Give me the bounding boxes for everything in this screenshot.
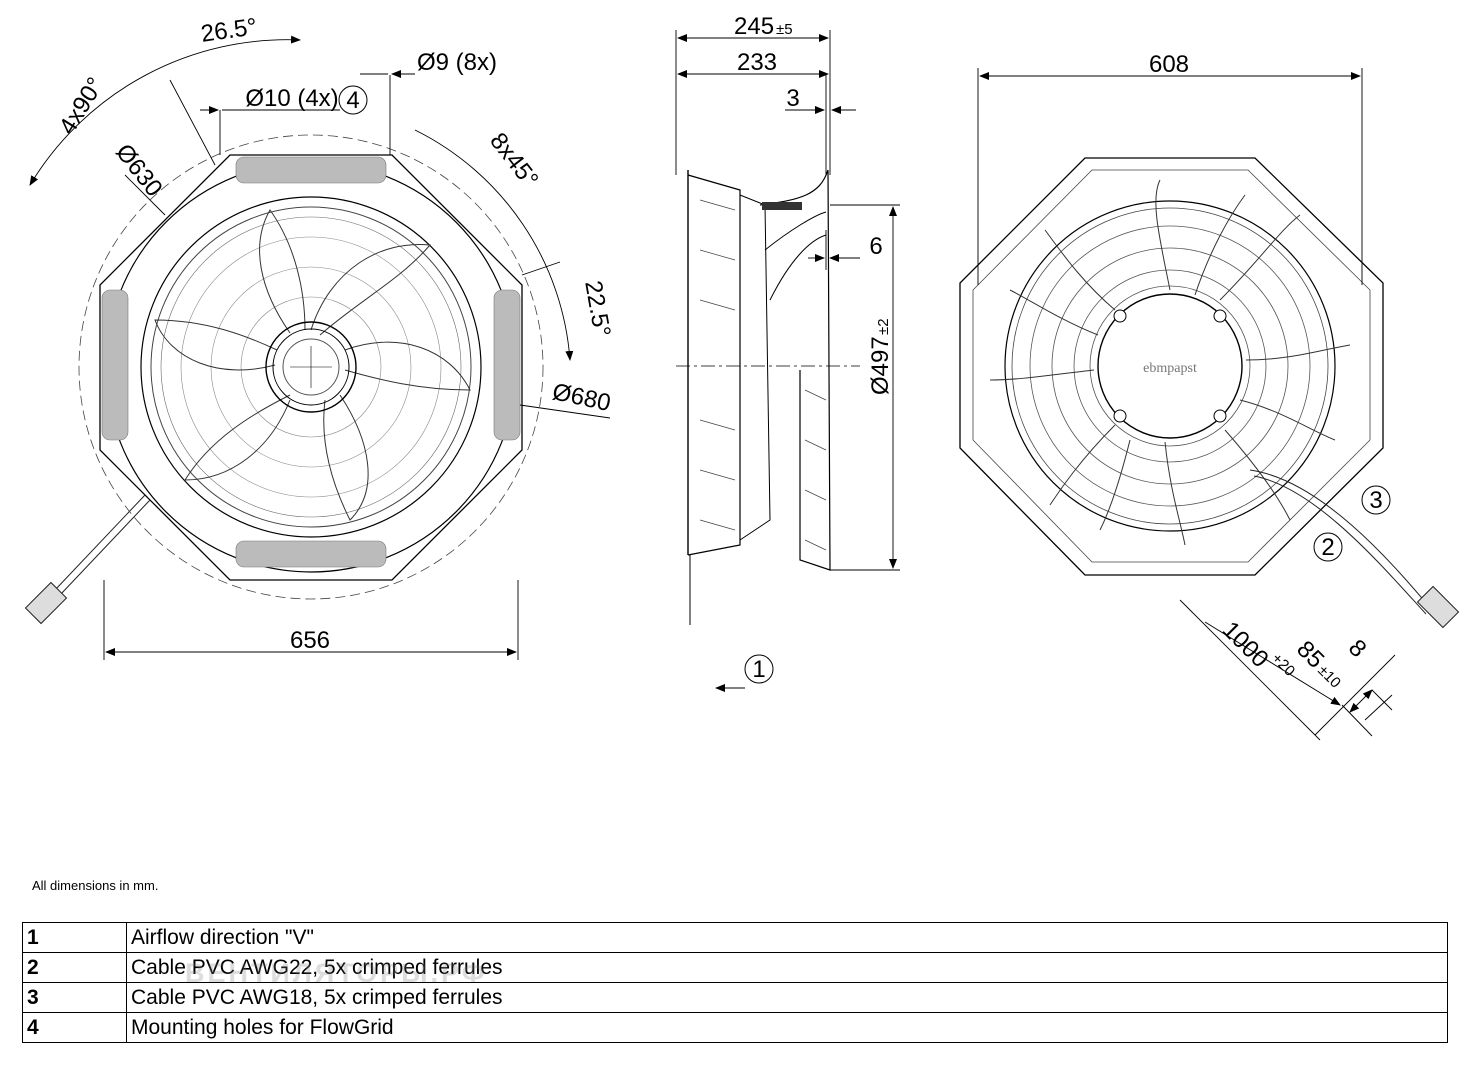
rear-cable bbox=[1249, 469, 1460, 629]
front-angle-22-dim: 22.5° bbox=[579, 279, 615, 339]
legend-number: 1 bbox=[22, 922, 127, 953]
front-angle-8x45-dim: 8x45° bbox=[484, 128, 543, 193]
legend-number: 4 bbox=[22, 1012, 127, 1043]
rear-brand-logo: ebmpapst bbox=[1143, 361, 1197, 376]
callout-2: 2 bbox=[1313, 532, 1343, 562]
side-depth-dim: 233 bbox=[737, 49, 777, 76]
front-housing-outline bbox=[99, 154, 523, 581]
front-cable bbox=[24, 494, 151, 625]
legend-text: Cable PVC AWG22, 5x crimped ferrules bbox=[126, 952, 1448, 983]
side-d497-dim: Ø497 bbox=[867, 336, 894, 395]
front-mount-pads bbox=[101, 156, 521, 568]
rear-guard-outer bbox=[1004, 200, 1336, 532]
callout-4-number: 4 bbox=[346, 87, 359, 114]
callout-3: 3 bbox=[1361, 485, 1391, 515]
side-depth-total-dim: 245 bbox=[734, 13, 774, 40]
callout-2-number: 2 bbox=[1321, 534, 1334, 561]
front-angle-top-dim: 26.5° bbox=[199, 13, 259, 48]
front-d10-dim: Ø10 (4x) bbox=[245, 85, 338, 112]
rear-guard-spokes bbox=[989, 179, 1351, 546]
legend-text: Airflow direction "V" bbox=[126, 922, 1448, 953]
front-d680-dim: Ø680 bbox=[550, 378, 613, 417]
legend-number: 3 bbox=[22, 982, 127, 1013]
side-dimension-labels: 245 ±5 233 3 6 Ø497 ±2 bbox=[734, 13, 894, 395]
rear-motor-cover bbox=[1097, 293, 1243, 439]
front-angle-4x90-dim: 4x90° bbox=[54, 73, 110, 140]
technical-drawing: 656 26.5° 4x90° 8x45° 22.5° Ø630 Ø680 Ø1… bbox=[24, 13, 1460, 741]
side-offset-6-dim: 6 bbox=[869, 233, 882, 260]
side-depth-total-tolerance: ±5 bbox=[776, 21, 793, 38]
legend-text: Mounting holes for FlowGrid bbox=[126, 1012, 1448, 1043]
front-width-dim: 656 bbox=[290, 627, 330, 654]
units-note: All dimensions in mm. bbox=[32, 878, 159, 893]
rear-view: ebmpapst 608 1000 +20 85 ±10 8 bbox=[959, 51, 1460, 741]
callout-1-number: 1 bbox=[752, 656, 765, 683]
rear-width-dim: 608 bbox=[1149, 51, 1189, 78]
front-impeller-blades bbox=[154, 209, 471, 521]
front-d9-dim: Ø9 (8x) bbox=[417, 49, 497, 76]
front-d630-dim: Ø630 bbox=[110, 139, 167, 202]
front-hub bbox=[265, 321, 357, 413]
rear-strip-length-tolerance: ±10 bbox=[1314, 662, 1344, 692]
side-offset-3-dim: 3 bbox=[786, 85, 799, 112]
legend-text: Cable PVC AWG18, 5x crimped ferrules bbox=[126, 982, 1448, 1013]
side-view: 245 ±5 233 3 6 Ø497 ±2 1 bbox=[675, 13, 900, 692]
rear-ferrule-dim: 8 bbox=[1343, 634, 1372, 663]
side-nozzle bbox=[759, 169, 831, 571]
legend-row: 1 Airflow direction "V" bbox=[22, 922, 1448, 953]
side-motor-body bbox=[687, 174, 741, 556]
side-d497-tolerance: ±2 bbox=[875, 318, 892, 335]
callout-3-number: 3 bbox=[1369, 487, 1382, 514]
legend-row: 4 Mounting holes for FlowGrid bbox=[22, 1012, 1448, 1043]
legend-number: 2 bbox=[22, 952, 127, 983]
legend-row: 3 Cable PVC AWG18, 5x crimped ferrules bbox=[22, 982, 1448, 1013]
callout-1: 1 bbox=[744, 654, 774, 684]
rear-housing-outline bbox=[959, 157, 1384, 576]
front-view: 656 26.5° 4x90° 8x45° 22.5° Ø630 Ø680 Ø1… bbox=[24, 13, 616, 660]
legend-table: 1 Airflow direction "V" 2 Cable PVC AWG2… bbox=[22, 922, 1448, 1043]
callout-4: 4 bbox=[338, 85, 368, 115]
rear-cable-length-dim: 1000 bbox=[1217, 616, 1274, 673]
legend-row: 2 Cable PVC AWG22, 5x crimped ferrules bbox=[22, 952, 1448, 983]
front-nozzle-ring bbox=[140, 196, 482, 538]
